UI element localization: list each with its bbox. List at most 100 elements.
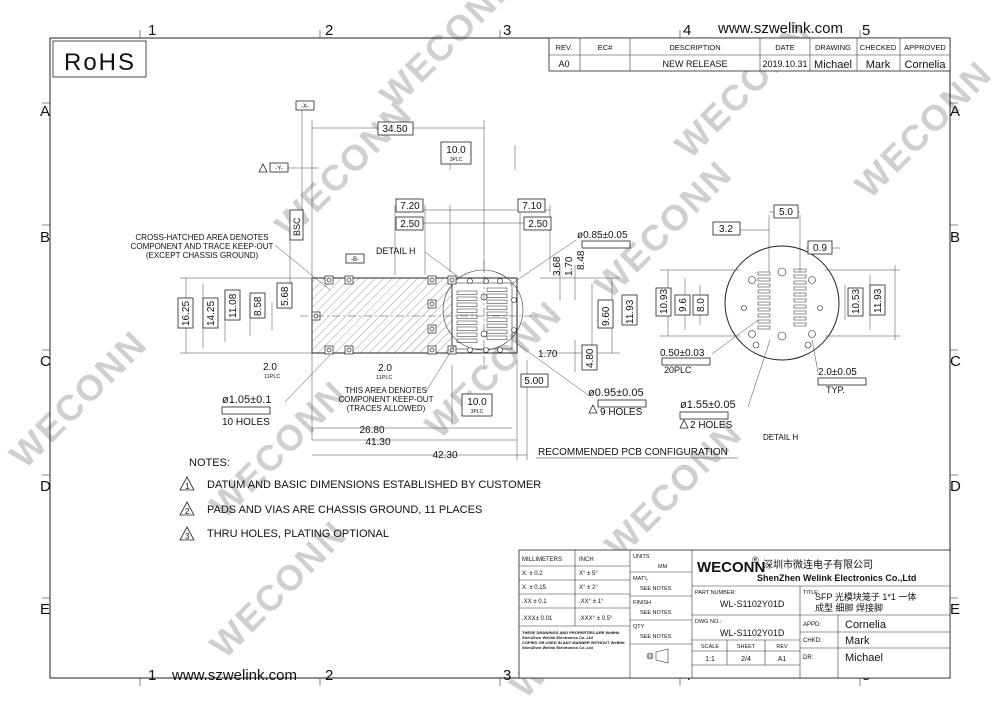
svg-text:.XXX± 0.01: .XXX± 0.01 bbox=[522, 616, 553, 622]
dim-1-70b: 1.70 bbox=[538, 349, 558, 360]
rev-header: EC# bbox=[598, 43, 613, 52]
svg-text:COPIED OR USED IN ANY MANNER W: COPIED OR USED IN ANY MANNER WITHOUT WeB… bbox=[522, 640, 625, 645]
svg-text:APPD:: APPD: bbox=[803, 622, 821, 628]
revision-table: REV. EC# DESCRIPTION DATE DRAWING CHECKE… bbox=[548, 37, 951, 72]
dim-14-25: 14.25 bbox=[206, 301, 217, 326]
dim-bsc: BSC bbox=[292, 217, 302, 236]
rev-drawing: Michael bbox=[814, 59, 852, 71]
approved-by: Cornelia bbox=[845, 619, 887, 631]
dim-3-68: 3.68 bbox=[552, 256, 563, 276]
col-label: 3 bbox=[503, 667, 511, 684]
svg-text:MM: MM bbox=[658, 564, 668, 570]
svg-text:UNITS: UNITS bbox=[633, 554, 650, 560]
dim-5-0: 5.0 bbox=[779, 207, 793, 218]
tol-header-mm: MILLIMETERS bbox=[522, 557, 562, 563]
dim-0-9: 0.9 bbox=[813, 243, 827, 254]
col-label: 2 bbox=[325, 667, 333, 684]
svg-text:ShenZhen Welink Electronics Co: ShenZhen Welink Electronics Co.,Ltd bbox=[522, 645, 593, 650]
rev-description: NEW RELEASE bbox=[662, 59, 727, 69]
row-label: E bbox=[40, 601, 50, 618]
svg-text:SEE NOTES: SEE NOTES bbox=[640, 634, 672, 640]
title-line-1: SFP 光模块笼子 1*1 一体 bbox=[815, 591, 916, 602]
svg-text:X° ± 2°: X° ± 2° bbox=[579, 585, 598, 591]
detail-pads bbox=[757, 268, 807, 330]
callout-9-holes: 9 HOLES bbox=[600, 407, 643, 418]
svg-text:DWG NO.:: DWG NO.: bbox=[695, 619, 722, 625]
rohs-box bbox=[52, 40, 147, 78]
row-label: B bbox=[950, 229, 960, 246]
detail-h-circle bbox=[442, 269, 524, 351]
cross-hatch-note-3: (EXCEPT CHASSIS GROUND) bbox=[146, 251, 259, 260]
row-label: D bbox=[950, 478, 961, 495]
note-1: DATUM AND BASIC DIMENSIONS ESTABLISHED B… bbox=[207, 479, 541, 491]
tol-header-inch: INCH bbox=[579, 557, 594, 563]
title-block: MILLIMETERS INCH X. ± 0.2 X° ± 5° X. ± 0… bbox=[518, 549, 951, 679]
dim-8-48: 8.48 bbox=[576, 250, 587, 270]
dim-5-00: 5.00 bbox=[524, 376, 544, 387]
dim-42-30: 42.30 bbox=[432, 450, 457, 461]
drawing-number: WL-S1102Y01D bbox=[720, 628, 785, 638]
svg-text:SEE NOTES: SEE NOTES bbox=[640, 586, 672, 592]
keepout-note-2: COMPONENT KEEP-OUT bbox=[339, 395, 434, 404]
svg-text:.XX° ± 1°: .XX° ± 1° bbox=[579, 599, 604, 605]
callout-phi-1-05: ø1.05±0.1 bbox=[222, 394, 271, 406]
datum-y: -Y- bbox=[275, 166, 282, 172]
svg-text:.XX ± 0.1: .XX ± 0.1 bbox=[522, 599, 547, 605]
row-label: A bbox=[40, 103, 50, 120]
title-line-2: 成型 细脚 焊接脚 bbox=[815, 602, 883, 613]
row-label: B bbox=[40, 229, 50, 246]
svg-text:3PLC: 3PLC bbox=[450, 157, 463, 163]
pcb-footprint-view: 34.50 10.0 3PLC BSC 7.20 2.50 7.10 2.50 … bbox=[131, 100, 738, 461]
rev-header: APPROVED bbox=[904, 43, 946, 52]
dim-3-2: 3.2 bbox=[719, 224, 733, 235]
company-name-cn: 深圳市微连电子有限公司 bbox=[763, 558, 873, 571]
website-bottom: www.szwelink.com bbox=[171, 667, 297, 684]
rohs-label: RoHS bbox=[64, 49, 136, 76]
dim-11-93: 11.93 bbox=[625, 299, 636, 324]
rev-header: DRAWING bbox=[815, 43, 851, 52]
rev-header: CHECKED bbox=[860, 43, 897, 52]
recommended-pcb-title: RECOMMENDED PCB CONFIGURATION bbox=[538, 447, 728, 458]
svg-text:3PLC: 3PLC bbox=[471, 409, 484, 415]
watermark: WECONN bbox=[2, 322, 155, 475]
column-labels-top: 1 2 3 4 5 bbox=[148, 22, 870, 39]
svg-text:DR:: DR: bbox=[803, 655, 814, 661]
row-label: E bbox=[950, 601, 960, 618]
svg-text:REV: REV bbox=[776, 644, 788, 650]
col-label: 3 bbox=[503, 22, 511, 39]
dim-4-80: 4.80 bbox=[585, 348, 596, 368]
svg-text:11PLC: 11PLC bbox=[264, 374, 280, 380]
dim-34-50: 34.50 bbox=[382, 124, 407, 135]
scale-value: 1:1 bbox=[705, 656, 715, 663]
drawn-by: Michael bbox=[845, 652, 883, 664]
part-number: WL-S1102Y01D bbox=[720, 599, 785, 609]
typ-label: TYP. bbox=[826, 385, 845, 395]
watermark: WECONN bbox=[847, 52, 1000, 205]
brand-logo: WECONN bbox=[697, 559, 765, 576]
keepout-note-1: THIS AREA DENOTES bbox=[345, 386, 427, 395]
dim-9-60: 9.60 bbox=[601, 306, 612, 326]
dim-2-0-b: 2.0 bbox=[378, 363, 392, 374]
svg-text:CHKD:: CHKD: bbox=[803, 638, 822, 644]
company-name-en: ShenZhen Welink Electronics Co.,Ltd bbox=[757, 573, 916, 583]
rev-header: DESCRIPTION bbox=[669, 43, 720, 52]
website-top: www.szwelink.com bbox=[717, 20, 843, 37]
keepout-note-3: (TRACES ALLOWED) bbox=[347, 404, 426, 413]
dim-10-0b: 10.0 bbox=[467, 397, 487, 408]
projection-symbol bbox=[646, 648, 669, 664]
svg-text:3: 3 bbox=[185, 532, 190, 541]
dim-1-70: 1.70 bbox=[564, 256, 575, 276]
row-labels-left: A B C D E bbox=[40, 103, 51, 618]
dim-8-58: 8.58 bbox=[253, 296, 264, 316]
notes-title: NOTES: bbox=[189, 457, 230, 469]
dim-10-93: 10.93 bbox=[659, 289, 670, 314]
dim-41-30: 41.30 bbox=[365, 437, 390, 448]
svg-text:MAT'L: MAT'L bbox=[633, 576, 648, 582]
checked-by: Mark bbox=[845, 635, 870, 647]
dim-8-0: 8.0 bbox=[696, 298, 707, 312]
col-label: 5 bbox=[862, 22, 870, 39]
rev-date: 2019.10.31 bbox=[762, 59, 807, 69]
dim-11-93b: 11.93 bbox=[873, 288, 884, 313]
svg-text:X. ± 0.15: X. ± 0.15 bbox=[522, 585, 547, 591]
